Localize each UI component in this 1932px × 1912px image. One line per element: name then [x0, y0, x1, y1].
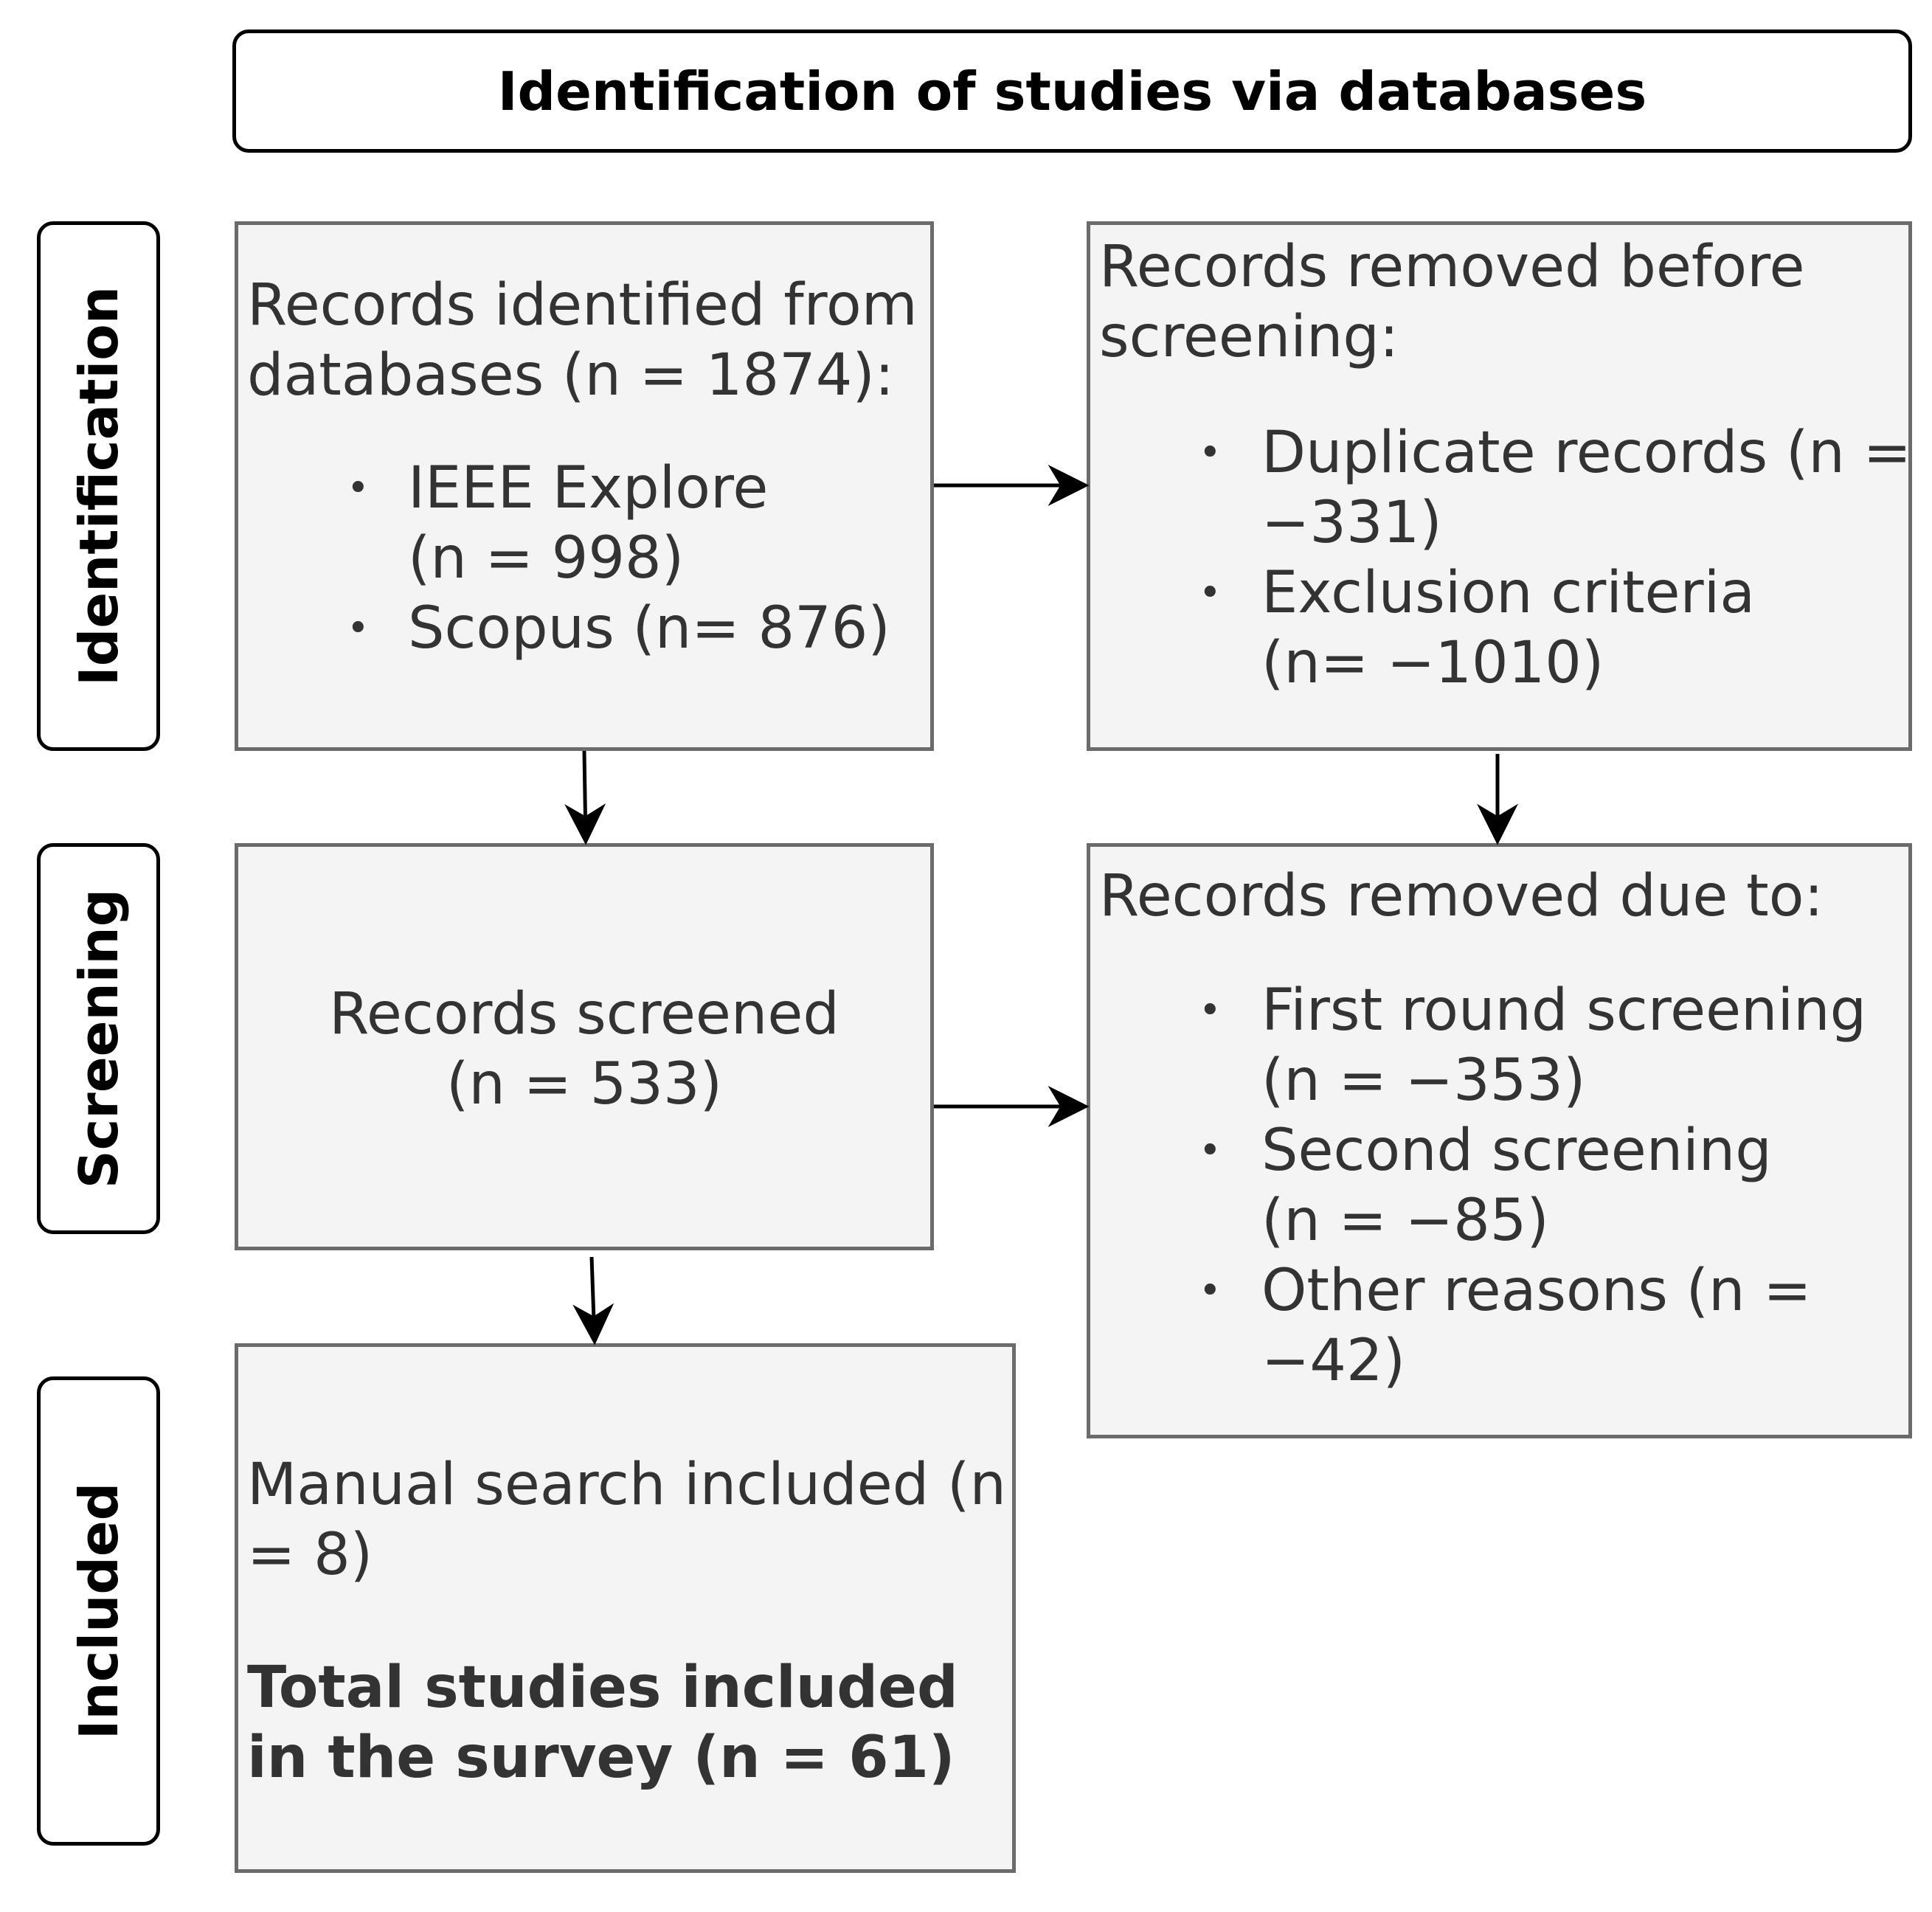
records-screened-line2: (n = 533): [446, 1051, 723, 1118]
phase-screening-label: Screening: [67, 888, 130, 1189]
records-identified-line2: databases (n = 1874):: [247, 342, 895, 409]
diagram-title: Identification of studies via databases: [497, 60, 1647, 122]
total-studies-line2: in the survey (n = 61): [247, 1725, 955, 1791]
list-item: • Other reasons (n = −42): [1099, 1256, 1908, 1396]
bullet-icon: •: [1199, 1129, 1222, 1173]
arrow-screened-to-included: [572, 1256, 614, 1345]
manual-search-line2: = 8): [247, 1522, 373, 1588]
arrow-identified-to-screened: [564, 750, 606, 845]
bullet-icon: •: [347, 606, 370, 651]
bullet-icon: •: [1199, 571, 1222, 615]
records-removed-before-box: Records removed before screening: • Dupl…: [1087, 221, 1912, 751]
records-removed-due-line1: Records removed due to:: [1099, 863, 1824, 929]
included-box: Manual search included (n = 8) Total stu…: [235, 1343, 1016, 1873]
item-line1: Other reasons (n =: [1261, 1258, 1812, 1324]
list-item: • First round screening (n = −353): [1099, 976, 1908, 1116]
records-identified-list: • IEEE Explore (n = 998) • Scopus (n= 87…: [247, 454, 930, 664]
list-item: • Scopus (n= 876): [247, 594, 930, 664]
item-line1: IEEE Explore: [408, 455, 769, 522]
item-line1: Exclusion criteria: [1261, 560, 1756, 626]
header-box: Identification of studies via databases: [232, 30, 1912, 153]
item-line2: (n = −353): [1261, 1047, 1586, 1114]
phase-included-label: Included: [67, 1482, 130, 1740]
list-item: • IEEE Explore (n = 998): [247, 454, 930, 594]
list-item: • Exclusion criteria (n= −1010): [1099, 558, 1908, 699]
phase-identification: Identification: [37, 221, 160, 751]
item-line1: First round screening: [1261, 977, 1867, 1044]
item-line1: Duplicate records (n =: [1261, 420, 1912, 486]
records-screened-line1: Records screened: [329, 981, 839, 1047]
manual-search-line1: Manual search included (n: [247, 1452, 1006, 1518]
bullet-icon: •: [1199, 988, 1222, 1033]
records-removed-due-list: • First round screening (n = −353) • Sec…: [1099, 976, 1908, 1396]
item-line1: Second screening: [1261, 1118, 1772, 1184]
records-removed-before-line1: Records removed before: [1099, 234, 1805, 300]
phase-included: Included: [37, 1376, 160, 1846]
records-screened-box: Records screened (n = 533): [235, 843, 934, 1250]
item-line2: −331): [1261, 490, 1442, 556]
item-line2: (n= −1010): [1261, 630, 1604, 696]
item-line1: Scopus (n= 876): [408, 595, 890, 662]
item-line2: (n = 998): [408, 525, 685, 592]
bullet-icon: •: [1199, 1269, 1222, 1313]
list-item: • Second screening (n = −85): [1099, 1116, 1908, 1256]
records-identified-box: Records identified from databases (n = 1…: [235, 221, 934, 751]
total-studies-line1: Total studies included: [247, 1655, 958, 1721]
phase-identification-label: Identification: [67, 286, 130, 686]
records-identified-line1: Records identified from: [247, 272, 918, 339]
records-removed-due-box: Records removed due to: • First round sc…: [1087, 843, 1912, 1438]
records-removed-before-line2: screening:: [1099, 304, 1399, 370]
bullet-icon: •: [347, 466, 370, 510]
list-item: • Duplicate records (n = −331): [1099, 418, 1912, 558]
item-line2: (n = −85): [1261, 1188, 1549, 1254]
bullet-icon: •: [1199, 431, 1222, 475]
item-line2: −42): [1261, 1328, 1406, 1394]
records-removed-before-list: • Duplicate records (n = −331) • Exclusi…: [1099, 418, 1912, 699]
phase-screening: Screening: [37, 843, 160, 1234]
